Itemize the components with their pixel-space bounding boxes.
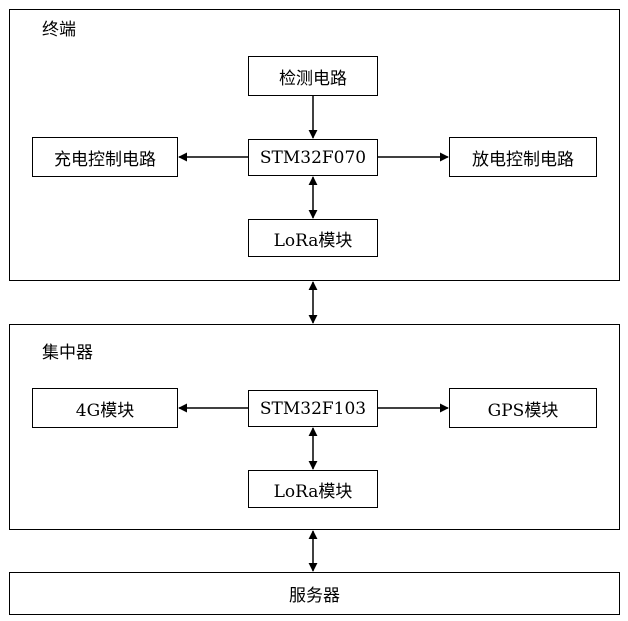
server-box: 服务器 bbox=[9, 572, 620, 615]
charge-circuit-box: 充电控制电路 bbox=[32, 137, 178, 177]
detect-circuit-box: 检测电路 bbox=[248, 56, 378, 96]
concentrator-title: 集中器 bbox=[42, 343, 93, 363]
concentrator-lora-box: LoRa模块 bbox=[248, 470, 378, 508]
terminal-lora-box: LoRa模块 bbox=[248, 219, 378, 257]
module-4g-box: 4G模块 bbox=[32, 388, 178, 428]
concentrator-mcu-box: STM32F103 bbox=[248, 390, 378, 427]
gps-module-box: GPS模块 bbox=[449, 388, 597, 428]
discharge-circuit-box: 放电控制电路 bbox=[449, 137, 597, 177]
terminal-mcu-box: STM32F070 bbox=[248, 139, 378, 176]
terminal-title: 终端 bbox=[42, 20, 76, 40]
